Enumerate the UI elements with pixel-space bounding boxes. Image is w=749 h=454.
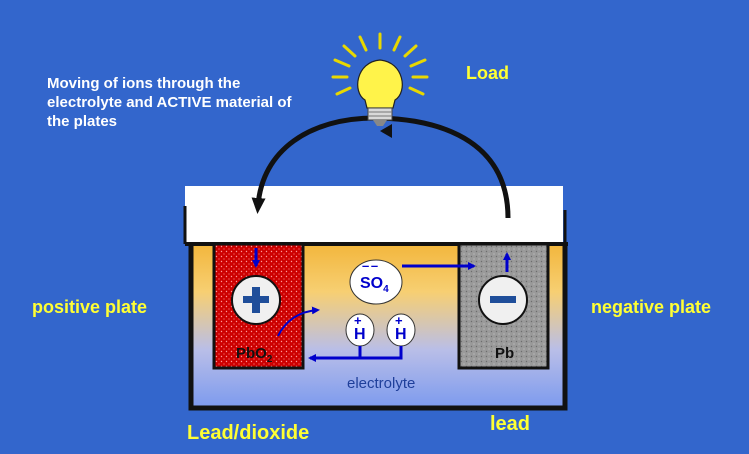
container-walls — [188, 242, 568, 411]
hydrogen-charge-2: + — [395, 313, 403, 328]
negative-plate-formula: Pb — [495, 345, 515, 362]
hydrogen-formula-2: H — [395, 326, 407, 343]
sulfate-formula: SO4 — [360, 275, 389, 296]
load-label: Load — [466, 63, 509, 83]
hydrogen-formula-1: H — [354, 326, 366, 343]
electrolyte-label: electrolyte — [347, 375, 416, 392]
positive-plate-formula: PbO2 — [236, 345, 273, 365]
battery-lid — [185, 186, 563, 244]
hydrogen-connector — [358, 346, 403, 360]
sulfate-ion — [349, 259, 403, 305]
light-bulb-icon — [331, 32, 429, 126]
lead-dioxide-label: Lead/dioxide — [187, 422, 310, 444]
lead-label: lead — [490, 413, 531, 435]
curved-ion-arrow — [277, 306, 320, 337]
hydrogen-charge-1: + — [354, 313, 362, 328]
positive-plate-label: positive plate — [32, 297, 148, 317]
sulfate-charge: – – — [362, 258, 378, 273]
negative-plate-label: negative plate — [591, 297, 712, 317]
description-text: Moving of ions through the electrolyte a… — [47, 75, 292, 130]
